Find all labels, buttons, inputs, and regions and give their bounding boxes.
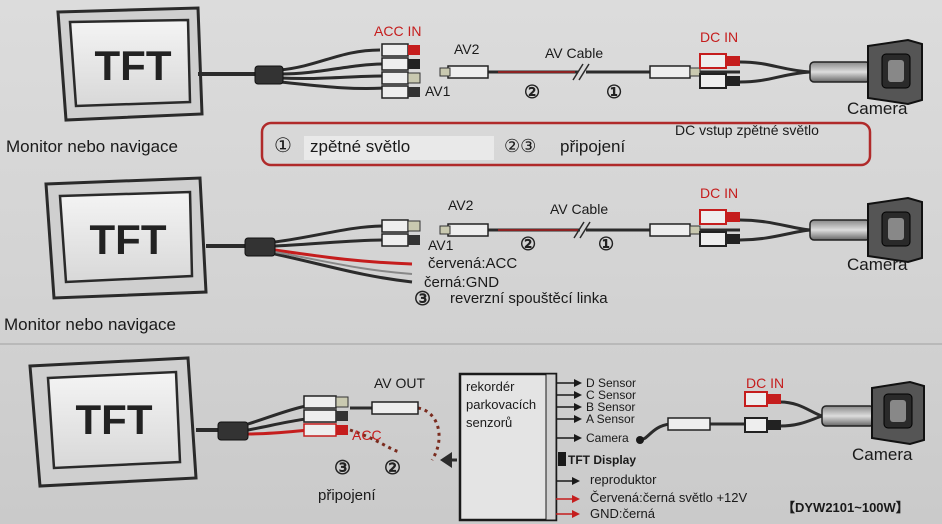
model-number: 【DYW2101~100W】 <box>782 500 909 515</box>
connection-label-3: připojení <box>318 487 376 504</box>
av-out-label: AV OUT <box>374 375 426 391</box>
cables-row-1 <box>198 48 811 91</box>
av1-label-2: AV1 <box>428 237 454 253</box>
av-cable-label-2: AV Cable <box>550 201 608 217</box>
legend-item-3: DC vstup zpětné světlo <box>675 122 819 138</box>
acc-label-3: ACC <box>352 427 382 443</box>
av-cable-label-1: AV Cable <box>545 45 603 61</box>
tft-display-arrowhead <box>440 452 452 468</box>
camera-label-2: Camera <box>847 255 908 274</box>
cables-row-2 <box>206 218 811 284</box>
legend-item-2: připojení <box>560 137 625 156</box>
legend-numbers-2-3: ②③ <box>504 136 536 156</box>
monitor-1: TFT <box>56 6 204 122</box>
number-3-row-3: ③ <box>334 458 351 479</box>
sensor-a-label: A Sensor <box>586 412 635 426</box>
tft-label-2: TFT <box>90 216 167 263</box>
camera-port-dot <box>636 436 644 444</box>
number-2-row-2: ② <box>520 234 536 254</box>
black-wire-label: černá:GND <box>424 274 499 291</box>
recorder-line-2: parkovacích <box>466 397 536 412</box>
number-2-row-3: ② <box>384 458 401 479</box>
dc-in-label-3: DC IN <box>746 375 784 391</box>
av2-label-1: AV2 <box>454 41 480 57</box>
recorder-port-arrows <box>556 382 574 515</box>
camera-port-label: Camera <box>586 431 629 445</box>
av1-label-1: AV1 <box>425 83 451 99</box>
number-1-row-2: ① <box>598 234 614 254</box>
legend-item-3-box: DC vstup zpětné světlo <box>675 122 819 138</box>
legend-item-1: zpětné světlo <box>310 137 410 156</box>
legend-box: ① zpětné světlo ②③ připojení <box>260 121 872 167</box>
recorder-arrowheads <box>572 379 582 518</box>
recorder-box <box>458 372 558 522</box>
dc-in-label-1: DC IN <box>700 29 738 45</box>
recorder-line-3: senzorů <box>466 415 512 430</box>
tft-label-1: TFT <box>95 42 172 89</box>
monitor-3: TFT <box>28 356 198 488</box>
camera-2 <box>867 196 923 264</box>
camera-label-3: Camera <box>852 445 913 464</box>
monitor-label-2: Monitor nebo navigace <box>4 315 176 334</box>
av2-label-2: AV2 <box>448 197 474 213</box>
monitor-2: TFT <box>44 176 208 300</box>
gnd-label: GND:černá <box>590 506 656 521</box>
recorder-line-1: rekordér <box>466 379 515 394</box>
monitor-label-1: Monitor nebo navigace <box>6 137 178 156</box>
camera-3 <box>871 380 925 446</box>
sensor-b-label: B Sensor <box>586 400 635 414</box>
speaker-label: reproduktor <box>590 472 657 487</box>
tft-display-label: TFT Display <box>568 453 636 467</box>
dc-in-label-2: DC IN <box>700 185 738 201</box>
acc-in-label-1: ACC IN <box>374 23 421 39</box>
camera-1 <box>867 38 923 106</box>
number-2-row-1: ② <box>524 82 540 102</box>
plugs-row-1 <box>254 43 871 99</box>
number-3-row-2: ③ <box>414 289 431 310</box>
red-wire-label: červená:ACC <box>428 255 517 272</box>
tft-port-block <box>558 452 566 466</box>
tft-label-3: TFT <box>76 396 153 443</box>
number-1-row-1: ① <box>606 82 622 102</box>
camera-label-1: Camera <box>847 99 908 118</box>
plugs-row-2 <box>244 209 871 257</box>
plugs-row-3 <box>217 391 875 441</box>
sensor-d-label: D Sensor <box>586 376 636 390</box>
legend-number-1: ① <box>274 135 292 157</box>
power-label: Červená:černá světlo +12V <box>590 490 748 505</box>
sensor-c-label: C Sensor <box>586 388 636 402</box>
reverse-trigger-label: reverzní spouštěcí linka <box>450 290 608 307</box>
